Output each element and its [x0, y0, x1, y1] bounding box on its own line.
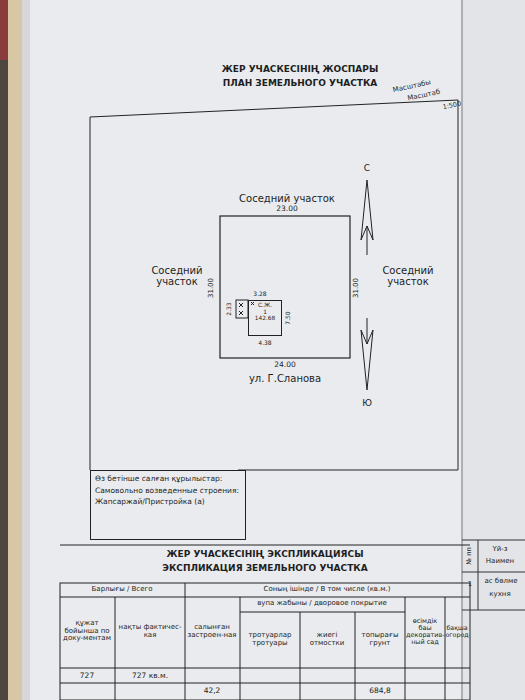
table-value: ас бөлме — [484, 578, 517, 586]
dimension: 31.00 — [353, 278, 361, 298]
explication-table — [240, 597, 241, 700]
explication-table — [405, 597, 406, 700]
building-annex — [239, 303, 243, 315]
table-value: 727 — [80, 672, 94, 680]
node-text: С.Ж. — [250, 302, 280, 309]
table-header: Үй-з — [492, 546, 507, 554]
dimension: 4.38 — [258, 340, 271, 347]
plan-title: ЖЕР УЧАСКЕСІНІҢ ЖОСПАРЫ — [222, 65, 378, 75]
explication-table — [240, 612, 405, 613]
explication-table — [355, 612, 356, 700]
building-annex — [251, 302, 254, 305]
table-header: бақша огород — [445, 625, 469, 639]
explication-table — [60, 583, 470, 700]
table-value: 42,2 — [204, 687, 221, 695]
side-page-table — [462, 540, 525, 541]
table-header: топырағы грунт — [357, 632, 403, 647]
north-arrow — [361, 180, 373, 390]
table-header: нақты фактичес-кая — [118, 624, 182, 639]
plot-boundary — [220, 216, 350, 358]
dimension: 24.00 — [274, 361, 295, 369]
background — [22, 0, 462, 700]
table-value: 684,8 — [369, 687, 390, 695]
table-header: өсімдік баы декоратив-ный сад — [406, 618, 444, 647]
street-name: ул. Г.Сланова — [249, 373, 321, 384]
unauthorized-buildings-box: Өз бетінше салған құрылыстар: Самовольно … — [90, 470, 246, 540]
south-letter: Ю — [362, 399, 372, 409]
table-header: Соның ішінде / В том числе (кв.м.) — [264, 586, 391, 594]
neighbour-label: Соседний участок — [141, 265, 213, 287]
explication-table — [115, 597, 116, 700]
north-arrow — [367, 226, 368, 255]
table-header: тротуарлар тротуары — [242, 632, 298, 647]
node-text: Жапсаржай/Пристройка (а) — [95, 498, 241, 507]
side-page-table — [462, 572, 525, 573]
background — [22, 0, 30, 700]
table-header: Барлығы / Всего — [92, 586, 153, 594]
north-letter: С — [364, 164, 370, 174]
plot-boundary — [220, 216, 350, 358]
table-header: жиегі отмостки — [301, 632, 353, 647]
neighbour-label: Соседний участок — [239, 193, 335, 204]
node-text: Өз бетінше салған құрылыстар: — [95, 475, 241, 484]
node-text: 142.68 — [250, 315, 280, 322]
explication-table — [300, 612, 301, 700]
north-arrow — [367, 318, 368, 344]
drawing-frame — [238, 470, 458, 471]
building-annex — [236, 300, 254, 318]
table-header: № пп — [466, 547, 473, 564]
table-value: кухня — [489, 591, 510, 599]
dimension: 23.00 — [276, 205, 297, 213]
dimension: 31.00 — [208, 278, 216, 298]
explication-table — [60, 545, 470, 700]
explication-table — [185, 583, 186, 700]
side-page-table — [462, 540, 525, 610]
dimension: 7.50 — [285, 311, 292, 324]
table-header: құжат бойынша по доку-ментам — [61, 620, 113, 643]
table-value: 727 кв.м. — [132, 672, 168, 680]
explication-table — [60, 683, 470, 684]
table-header: Наимен — [486, 558, 514, 566]
background — [462, 0, 525, 700]
side-page-table — [478, 540, 479, 610]
explication-table — [60, 545, 470, 546]
building-annex — [236, 300, 248, 318]
side-page-table — [462, 610, 525, 611]
table-value: 1 — [468, 581, 472, 589]
neighbour-label: Соседний участок — [372, 265, 444, 287]
explication-title: ЭКСПЛИКАЦИЯ ЗЕМЕЛЬНОГО УЧАСТКА — [162, 564, 367, 574]
building-box: С.Ж.1142.68 — [248, 300, 282, 336]
drawing-frame — [90, 100, 458, 470]
explication-table — [445, 597, 446, 700]
explication-title: ЖЕР УЧАСКЕСІНІҢ ЭКСПЛИКАЦИЯСЫ — [167, 550, 364, 560]
explication-table — [60, 668, 470, 669]
node-text: 1 — [250, 309, 280, 316]
dimension: 3.28 — [253, 291, 266, 298]
table-header: вупа жабыны / дворовое покрытие — [242, 600, 402, 608]
node-text: Самовольно возведенные строения: — [95, 487, 241, 496]
explication-table — [60, 597, 470, 598]
plan-title: ПЛАН ЗЕМЕЛЬНОГО УЧАСТКА — [223, 79, 378, 89]
table-header: салынған застроен-ная — [186, 624, 238, 639]
dimension: 2.33 — [226, 302, 233, 315]
drawing-frame — [90, 100, 458, 470]
